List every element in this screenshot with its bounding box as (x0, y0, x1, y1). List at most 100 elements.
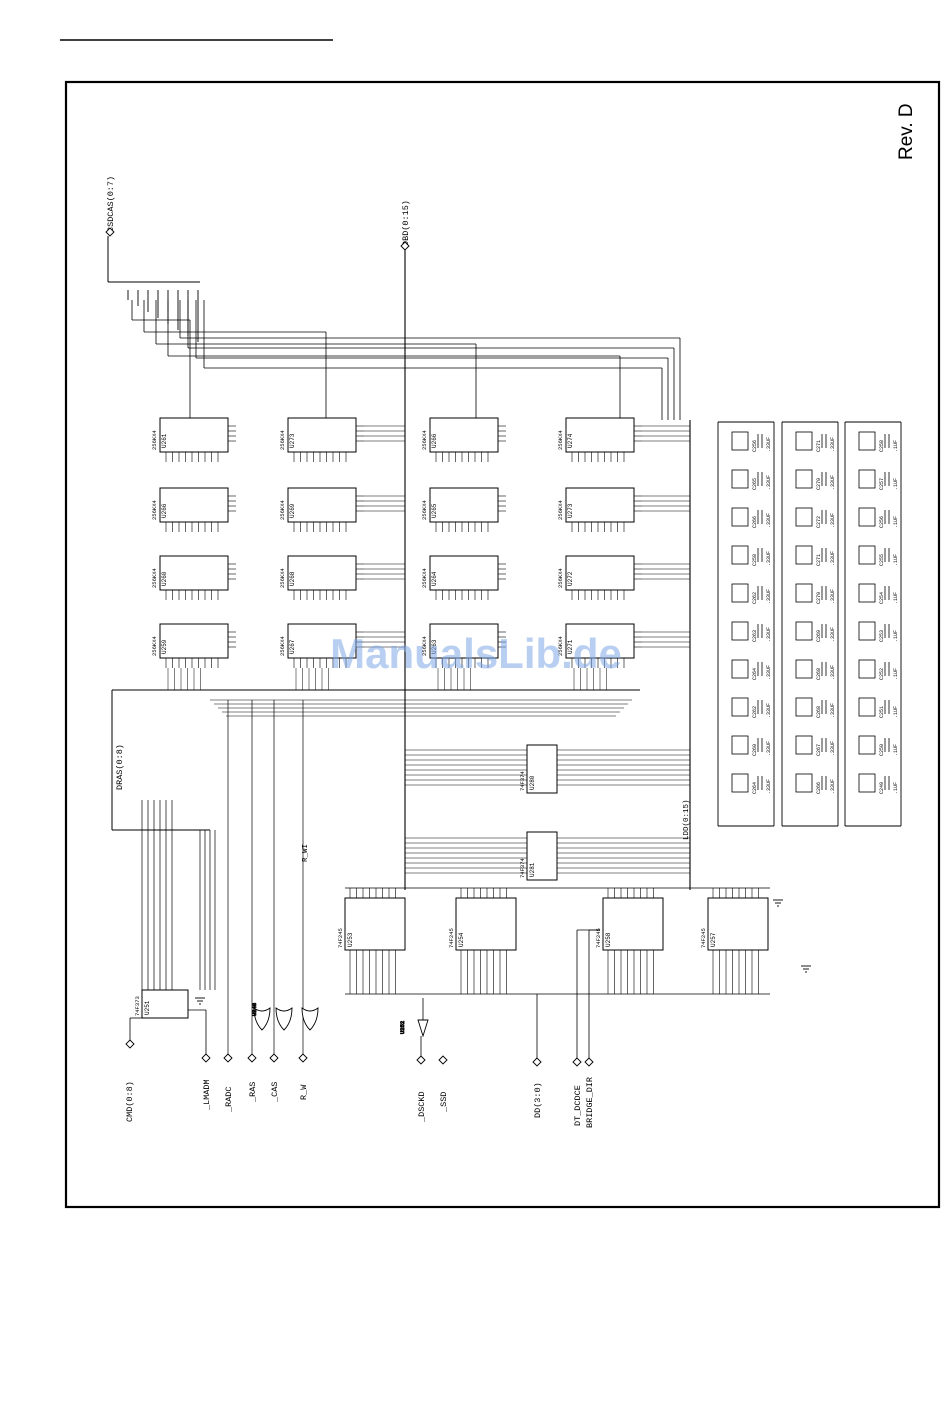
cap-ref: C272 (816, 516, 822, 528)
gate-u248c (301, 1007, 319, 1031)
cap-value: .1UF (893, 440, 899, 452)
chip-part: 256KX4 (151, 635, 158, 656)
chip-ref: U265 (431, 503, 438, 518)
latch-u281 (526, 831, 558, 881)
cap-value: .33UF (766, 589, 772, 604)
chip-ref: U260 (161, 571, 168, 586)
chip-socket (858, 773, 876, 793)
memory-chip-u264 (429, 555, 499, 591)
cap-value: .33UF (766, 741, 772, 756)
chip-socket (858, 545, 876, 565)
cap-value: .1UF (893, 706, 899, 718)
chip-socket (858, 431, 876, 451)
chip-part: 256KX4 (421, 499, 428, 520)
chip-socket (795, 697, 813, 717)
memory-chip-u259 (159, 623, 229, 659)
cap-value: .33UF (830, 703, 836, 718)
signal-dbd: DBD(0:15) (401, 200, 411, 246)
cap-ref: C256 (879, 516, 885, 528)
cap-ref: C268 (816, 668, 822, 680)
chip-socket (858, 507, 876, 527)
chip-socket (731, 621, 749, 641)
signal-dras: DRAS(0:8) (115, 744, 125, 790)
memory-chip-u266 (429, 417, 499, 453)
cap-value: .33UF (830, 437, 836, 452)
cap-value: .1UF (893, 554, 899, 566)
chip-part: 256KX4 (151, 499, 158, 520)
cap-value: .1UF (893, 478, 899, 490)
cap-ref: C254 (879, 592, 885, 604)
memory-chip-u263 (429, 623, 499, 659)
cap-ref: C271 (816, 440, 822, 452)
cap-ref: C262 (752, 592, 758, 604)
memory-chip-u261 (159, 417, 229, 453)
chip-socket (731, 545, 749, 565)
signal-radc: _RADC (224, 1086, 234, 1113)
chip-part: 256KX4 (421, 635, 428, 656)
chip-part: 256KX4 (279, 635, 286, 656)
transceiver-u258 (602, 897, 664, 951)
chip-part: 256KX4 (557, 635, 564, 656)
chip-ref: U259 (161, 639, 168, 654)
chip-socket (795, 659, 813, 679)
chip-socket (731, 469, 749, 489)
chip-part: 256KX4 (557, 567, 564, 588)
chip-ref: U269 (289, 503, 296, 518)
cap-ref: C251 (879, 706, 885, 718)
cap-value: .33UF (830, 665, 836, 680)
chip-part: 256KX4 (557, 429, 564, 450)
signal-dd: DD(3:0) (533, 1082, 543, 1118)
cap-ref: C258 (752, 554, 758, 566)
gate-ref: U248 (251, 1003, 258, 1016)
drawing-border (64, 80, 941, 1209)
cap-value: .33UF (830, 627, 836, 642)
chip-part: 74F373 (134, 996, 141, 1016)
chip-part: 74F245 (595, 928, 602, 948)
memory-chip-u266 (159, 487, 229, 523)
chip-socket (795, 773, 813, 793)
memory-chip-u274 (565, 417, 635, 453)
cap-ref: C263 (752, 630, 758, 642)
memory-chip-u273 (565, 487, 635, 523)
cap-value: .33UF (830, 779, 836, 794)
cap-ref: C264 (752, 668, 758, 680)
cap-ref: C256 (752, 440, 758, 452)
chip-socket (731, 697, 749, 717)
transceiver-u257 (707, 897, 769, 951)
memory-chip-u271 (565, 623, 635, 659)
chip-part: 256KX4 (279, 567, 286, 588)
chip-part: 256KX4 (557, 499, 564, 520)
chip-ref: U257 (710, 932, 717, 947)
chip-part: 74F245 (448, 928, 455, 948)
cap-value: .33UF (766, 551, 772, 566)
cap-value: .33UF (766, 475, 772, 490)
cap-ref: C258 (879, 440, 885, 452)
signal-dsckd: _DSCKD (417, 1091, 427, 1123)
chip-socket (795, 431, 813, 451)
chip-part: 256KX4 (151, 567, 158, 588)
chip-part: 74F374 (519, 770, 526, 791)
signal-lmadm: _LMADM (202, 1079, 212, 1111)
chip-ref: U273 (567, 503, 574, 518)
signal-ras: _RAS (248, 1082, 258, 1103)
signal-ldd: LDD(0:15) (683, 799, 691, 840)
signal-dcdce: DT_DCDCE (573, 1085, 583, 1126)
cap-ref: C257 (879, 478, 885, 490)
gate-u248b (275, 1007, 293, 1031)
cap-ref: C260 (752, 744, 758, 756)
chip-ref: U266 (161, 503, 168, 518)
memory-chip-u272 (565, 555, 635, 591)
gate-u248a (253, 1007, 271, 1031)
chip-socket (731, 431, 749, 451)
cap-value: .1UF (893, 782, 899, 794)
chip-socket (731, 507, 749, 527)
chip-socket (858, 621, 876, 641)
chip-part: 74F245 (337, 928, 344, 948)
chip-ref: U251 (144, 1000, 151, 1015)
chip-socket (858, 583, 876, 603)
cap-ref: C255 (879, 554, 885, 566)
memory-chip-u260 (159, 555, 229, 591)
chip-socket (795, 583, 813, 603)
